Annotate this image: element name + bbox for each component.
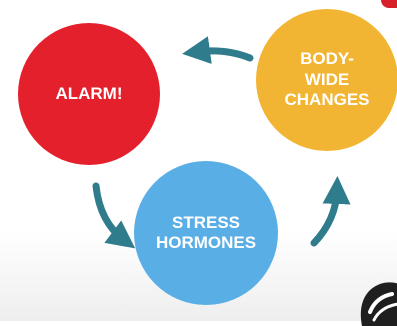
arrow-stress-to-body <box>314 190 337 243</box>
stress-hormones-label: STRESS HORMONES <box>156 213 256 254</box>
stress-hormones-circle: STRESS HORMONES <box>134 161 278 305</box>
shoe-illustration <box>350 276 397 326</box>
alarm-circle: ALARM! <box>18 23 160 165</box>
alarm-label: ALARM! <box>55 84 122 104</box>
arrow-alarm-to-stress <box>96 186 124 240</box>
body-wide-changes-label: BODY- WIDE CHANGES <box>284 49 369 110</box>
arrow-body-to-alarm <box>196 51 250 58</box>
body-wide-changes-circle: BODY- WIDE CHANGES <box>256 9 397 151</box>
